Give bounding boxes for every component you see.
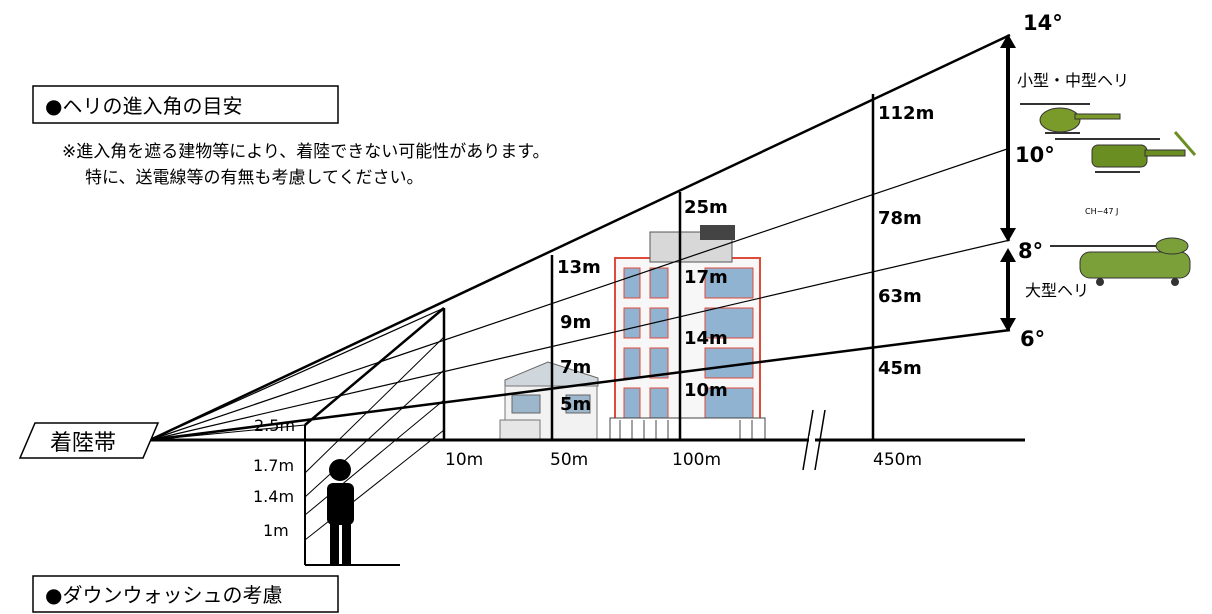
distance-100m: 100m [672,450,721,470]
note-line-1: ※進入角を遮る建物等により、着陸できない可能性があります。 [62,142,550,162]
large-heli-range-arrow [1000,248,1016,332]
height-50m-7m: 7m [560,357,591,378]
distance-10m: 10m [445,450,483,470]
downwash-height-1.7m: 1.7m [253,456,294,475]
downwash-title: ●ダウンウォッシュの考慮 [45,583,282,607]
distance-50m: 50m [550,450,588,470]
downwash-diagram [149,307,445,566]
height-50m-9m: 9m [560,312,591,333]
landing-zone-box: 着陸帯 [18,422,160,459]
approach-line-8deg [149,239,1011,441]
approach-line-6deg [149,328,1011,442]
ch47-model-label: CH−47 J [1085,207,1118,216]
height-50m-5m: 5m [560,394,591,415]
small-medium-heli-label: 小型・中型ヘリ [1017,71,1129,90]
downwash-title-box: ●ダウンウォッシュの考慮 [32,575,339,613]
small-medium-heli-range-arrow [1000,34,1016,242]
large-helicopter-image [1050,237,1191,286]
note-line-2: 特に、送電線等の有無も考慮してください。 [85,168,423,188]
person-silhouette [327,459,354,566]
height-450m-112m: 112m [878,103,934,124]
height-100m-17m: 17m [684,267,728,288]
approach-lines [149,33,1011,442]
approach-line-14deg [149,33,1011,442]
height-450m-63m: 63m [878,286,922,307]
distance-450m: 450m [873,450,922,470]
scale-break-mark [802,409,826,471]
large-heli-label: 大型ヘリ [1025,281,1089,300]
height-50m-13m: 13m [557,257,601,278]
height-450m-78m: 78m [878,208,922,229]
angle-8-label: 8° [1018,239,1043,263]
medium-helicopter-image [1055,131,1197,173]
landing-zone-label: 着陸帯 [50,431,116,456]
angle-14-label: 14° [1023,11,1063,35]
angle-10-label: 10° [1015,143,1055,167]
downwash-height-1m: 1m [263,521,289,540]
approach-line-10deg [149,147,1011,441]
downwash-height-1.4m: 1.4m [253,487,294,506]
height-100m-14m: 14m [684,328,728,349]
height-450m-45m: 45m [878,358,922,379]
height-100m-25m: 25m [684,197,728,218]
angle-6-label: 6° [1020,327,1045,351]
small-helicopter-image [1020,103,1121,134]
distance-verticals [442,94,875,440]
approach-angle-title: ●ヘリの進入角の目安 [45,94,242,118]
approach-angle-title-box: ●ヘリの進入角の目安 [32,85,339,124]
height-100m-10m: 10m [684,380,728,401]
downwash-height-2.5m: 2.5m [254,416,295,435]
